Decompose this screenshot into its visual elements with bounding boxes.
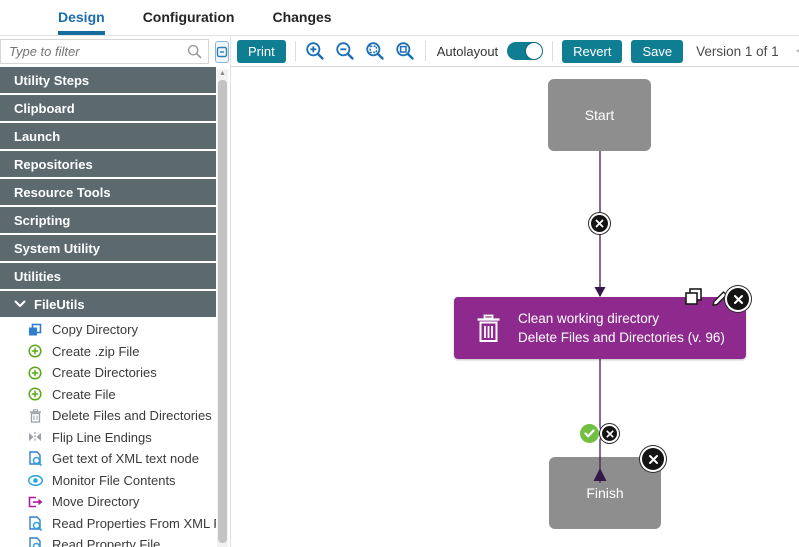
step-title: Clean working directory <box>518 311 660 326</box>
filter-box <box>0 39 209 64</box>
palette-item-label: Flip Line Endings <box>52 429 152 445</box>
delete-finish-edge-icon[interactable] <box>642 448 664 470</box>
trash-icon <box>27 408 43 423</box>
start-node[interactable]: Start <box>548 79 651 151</box>
palette-item-monitor-file-contents[interactable]: Monitor File Contents <box>0 470 216 492</box>
step-subtitle: Delete Files and Directories (v. 96) <box>518 330 725 345</box>
palette-item-label: Create .zip File <box>52 343 140 359</box>
palette-item-flip-line-endings[interactable]: Flip Line Endings <box>0 427 216 449</box>
delete-edge-step-finish-icon[interactable] <box>602 426 617 441</box>
autolayout-label: Autolayout <box>436 43 499 59</box>
palette-item-label: Copy Directory <box>52 322 138 338</box>
copy-step-icon[interactable] <box>683 286 705 308</box>
toolbar-divider <box>424 41 426 61</box>
palette-item-create-file[interactable]: Create File <box>0 384 216 406</box>
tab-design[interactable]: Design <box>58 0 105 35</box>
sidebar-section-scripting[interactable]: Scripting <box>0 207 216 233</box>
sidebar-section-utilities[interactable]: Utilities <box>0 263 216 289</box>
collapse-icon <box>216 46 228 58</box>
add-icon <box>27 387 43 402</box>
success-condition-icon[interactable] <box>580 424 599 443</box>
palette-item-create-directories[interactable]: Create Directories <box>0 362 216 384</box>
palette-item-move-directory[interactable]: Move Directory <box>0 491 216 513</box>
delete-edge-start-step-icon[interactable] <box>591 215 608 232</box>
start-node-label: Start <box>584 107 615 123</box>
top-tab-bar: Design Configuration Changes <box>0 0 799 36</box>
toolbar-divider <box>294 41 296 61</box>
filter-input[interactable] <box>9 44 187 59</box>
delete-step-icon[interactable] <box>727 288 749 310</box>
search-icon <box>187 44 202 59</box>
doc-search-icon <box>27 516 43 531</box>
move-icon <box>27 494 43 509</box>
palette-item-label: Get text of XML text node <box>52 451 199 467</box>
palette-item-copy-directory[interactable]: Copy Directory <box>0 319 216 341</box>
sidebar-section-system-utility[interactable]: System Utility <box>0 235 216 261</box>
palette-item-delete-files-and-directories[interactable]: Delete Files and Directories <box>0 405 216 427</box>
scrollbar-thumb[interactable] <box>218 80 227 543</box>
palette-item-label: Delete Files and Directories <box>52 408 212 424</box>
palette-item-read-property-file[interactable]: Read Property File <box>0 534 216 547</box>
add-icon <box>27 365 43 380</box>
sidebar-section-utility-steps[interactable]: Utility Steps <box>0 67 216 93</box>
sidebar-section-fileutils[interactable]: FileUtils <box>0 291 216 317</box>
palette-item-get-text-of-xml-text-node[interactable]: Get text of XML text node <box>0 448 216 470</box>
zoom-fit-icon[interactable] <box>365 41 386 62</box>
toolbar-divider <box>552 41 554 61</box>
toggle-knob <box>526 43 543 59</box>
copy-directory-icon <box>27 322 43 337</box>
sidebar-scrollbar[interactable]: ▲ <box>217 69 228 547</box>
step-node-clean-working-directory[interactable]: Clean working directory Delete Files and… <box>454 297 746 359</box>
eye-icon <box>27 473 43 488</box>
tab-configuration[interactable]: Configuration <box>142 9 235 25</box>
sidebar-section-launch[interactable]: Launch <box>0 123 216 149</box>
tab-changes[interactable]: Changes <box>272 9 332 25</box>
palette-item-label: Create Directories <box>52 365 157 381</box>
doc-search-icon <box>27 537 43 547</box>
collapse-all-button[interactable] <box>215 40 229 63</box>
palette-item-read-properties-from-xml-file[interactable]: Read Properties From XML File <box>0 513 216 535</box>
sidebar-section-clipboard[interactable]: Clipboard <box>0 95 216 121</box>
doc-search-icon <box>27 451 43 467</box>
flip-icon <box>27 430 43 445</box>
trash-icon <box>476 314 501 343</box>
edit-step-icon[interactable] <box>710 287 731 308</box>
zoom-out-icon[interactable] <box>335 41 356 62</box>
chevron-down-icon <box>14 300 26 308</box>
save-button[interactable]: Save <box>631 39 684 63</box>
version-prev-icon[interactable]: ◄ <box>794 45 799 57</box>
autolayout-toggle[interactable] <box>507 42 544 60</box>
filter-row <box>0 36 230 67</box>
section-label: FileUtils <box>34 296 85 312</box>
palette-sidebar: Utility StepsClipboardLaunchRepositories… <box>0 36 230 547</box>
add-icon <box>27 344 43 359</box>
print-button[interactable]: Print <box>237 39 286 63</box>
zoom-actual-icon[interactable] <box>395 41 416 62</box>
finish-node-label: Finish <box>586 485 624 501</box>
zoom-in-icon[interactable] <box>305 41 326 62</box>
palette-item-label: Move Directory <box>52 494 140 510</box>
palette-item-label: Read Properties From XML File <box>52 515 216 531</box>
palette-item-label: Read Property File <box>52 537 161 547</box>
sidebar-section-repositories[interactable]: Repositories <box>0 151 216 177</box>
process-canvas[interactable]: Start Clean working directory Delete Fil… <box>231 67 799 547</box>
revert-button[interactable]: Revert <box>562 39 623 63</box>
palette-item-label: Monitor File Contents <box>52 472 176 488</box>
scroll-up-icon[interactable]: ▲ <box>219 70 226 77</box>
palette-item-create-zip-file[interactable]: Create .zip File <box>0 341 216 363</box>
canvas-toolbar: Print Autolayout Revert Save Version 1 o <box>231 36 799 67</box>
finish-node[interactable]: Finish <box>549 457 661 529</box>
sidebar-section-resource-tools[interactable]: Resource Tools <box>0 179 216 205</box>
palette-item-label: Create File <box>52 386 116 402</box>
version-label: Version 1 of 1 <box>696 43 779 59</box>
